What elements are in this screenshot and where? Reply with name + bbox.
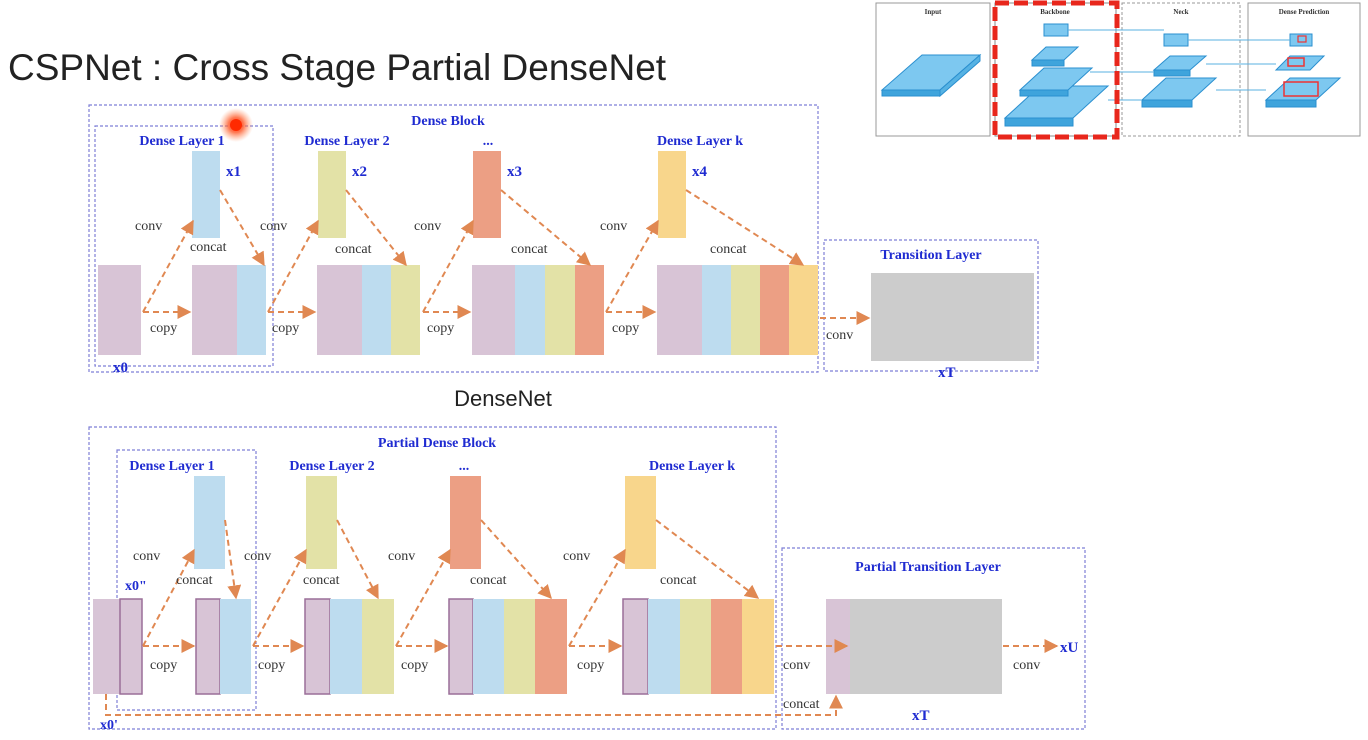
inset-neck-stack — [1140, 33, 1218, 108]
csp-copy-label-3: copy — [401, 658, 428, 673]
csp-concat-label-1: concat — [176, 573, 213, 588]
inset-connectors — [1068, 29, 1290, 101]
x4-label: x4 — [692, 164, 708, 180]
partial-transition-output — [826, 599, 1002, 694]
copy-label-3: copy — [427, 321, 454, 336]
concat-label-2: concat — [335, 242, 372, 257]
csp-dense-layer-ellipsis-label: ... — [459, 459, 470, 474]
csp-x4-feature — [625, 476, 656, 569]
concat-stack-4 — [657, 265, 818, 355]
copy-label-4: copy — [612, 321, 639, 336]
x2-label: x2 — [352, 164, 367, 180]
cursor-pointer-icon — [219, 108, 253, 142]
csp-concat-stack-2 — [304, 598, 394, 695]
conv-label-transition: conv — [826, 328, 853, 343]
x3-feature — [473, 151, 501, 238]
concat-label-1: concat — [190, 240, 227, 255]
densenet-caption: DenseNet — [454, 386, 552, 411]
concat-stack-3 — [472, 265, 604, 355]
csp-copy-label-1: copy — [150, 658, 177, 673]
conv-label-2: conv — [260, 219, 287, 234]
inset-prediction-stack — [1264, 33, 1342, 108]
x0-double-prime-label: x0" — [125, 579, 147, 594]
inset-input-slab — [880, 53, 982, 98]
inset-label-neck: Neck — [1173, 8, 1188, 16]
x0-label: x0 — [113, 360, 128, 376]
densenet-arrows — [142, 189, 871, 325]
csp-conv-label-2: conv — [244, 549, 271, 564]
conv-label-3: conv — [414, 219, 441, 234]
csp-xt-label: xT — [912, 708, 930, 724]
x4-feature — [658, 151, 686, 238]
cspnet-diagram: Partial Dense Block Dense Layer 1 Dense … — [88, 426, 1086, 733]
x1-feature — [192, 151, 220, 238]
csp-x2-feature — [306, 476, 337, 569]
concat-label-4: concat — [710, 242, 747, 257]
transition-layer-frame — [823, 239, 1039, 372]
x3-label: x3 — [507, 164, 522, 180]
densenet-diagram: Dense Block Dense Layer 1 Dense Layer 2 … — [88, 104, 1039, 411]
x0-feature — [98, 265, 141, 355]
csp-conv-label-transition-in: conv — [783, 658, 810, 673]
csp-x1-feature — [194, 476, 225, 569]
backbone-highlight — [992, 0, 1120, 140]
copy-label-1: copy — [150, 321, 177, 336]
csp-copy-label-4: copy — [577, 658, 604, 673]
dense-block-label: Dense Block — [411, 114, 485, 129]
x2-feature — [318, 151, 346, 238]
csp-dense-layer-k-label: Dense Layer k — [649, 459, 735, 474]
conv-label-1: conv — [135, 219, 162, 234]
transition-layer-label: Transition Layer — [880, 248, 981, 263]
csp-concat-stack-3 — [448, 598, 567, 695]
partial-dense-layer-1-frame — [116, 449, 257, 711]
dense-layer-ellipsis-label: ... — [483, 134, 494, 149]
inset-label-input: Input — [925, 8, 942, 16]
slide-title: CSPNet : Cross Stage Partial DenseNet — [8, 47, 667, 88]
inset-backbone-stack — [1003, 23, 1110, 127]
x0-split-feature — [93, 598, 143, 695]
csp-conv-label-3: conv — [388, 549, 415, 564]
inset-label-dense-prediction: Dense Prediction — [1279, 8, 1330, 16]
partial-transition-frame — [781, 547, 1086, 730]
dense-layer-k-label: Dense Layer k — [657, 134, 743, 149]
csp-conv-label-transition-out: conv — [1013, 658, 1040, 673]
xt-label: xT — [938, 365, 956, 381]
conv-label-4: conv — [600, 219, 627, 234]
csp-x3-feature — [450, 476, 481, 569]
architecture-inset: Input Backbone Neck Dense Prediction — [875, 0, 1361, 140]
csp-conv-label-4: conv — [563, 549, 590, 564]
inset-label-backbone: Backbone — [1040, 8, 1070, 16]
xu-label: xU — [1060, 640, 1079, 656]
csp-concat-stack-4 — [622, 598, 774, 695]
cspnet-arrows — [105, 519, 1059, 716]
csp-concat-label-transition: concat — [783, 697, 820, 712]
csp-concat-label-2: concat — [303, 573, 340, 588]
partial-transition-label: Partial Transition Layer — [855, 560, 1001, 575]
concat-stack-1 — [192, 265, 266, 355]
transition-output — [871, 273, 1034, 361]
csp-copy-label-2: copy — [258, 658, 285, 673]
dense-layer-1-label: Dense Layer 1 — [139, 134, 224, 149]
csp-dense-layer-2-label: Dense Layer 2 — [289, 459, 374, 474]
csp-dense-layer-1-label: Dense Layer 1 — [129, 459, 214, 474]
x0-prime-label: x0' — [100, 718, 118, 733]
csp-concat-stack-1 — [195, 598, 251, 695]
dense-layer-1-frame — [94, 125, 274, 367]
csp-concat-label-3: concat — [470, 573, 507, 588]
copy-label-2: copy — [272, 321, 299, 336]
csp-concat-label-4: concat — [660, 573, 697, 588]
dense-block-frame — [88, 104, 819, 373]
partial-dense-block-label: Partial Dense Block — [378, 436, 496, 451]
partial-dense-block-frame — [88, 426, 777, 730]
concat-label-3: concat — [511, 242, 548, 257]
concat-stack-2 — [317, 265, 420, 355]
csp-conv-label-1: conv — [133, 549, 160, 564]
x1-label: x1 — [226, 164, 241, 180]
dense-layer-2-label: Dense Layer 2 — [304, 134, 389, 149]
